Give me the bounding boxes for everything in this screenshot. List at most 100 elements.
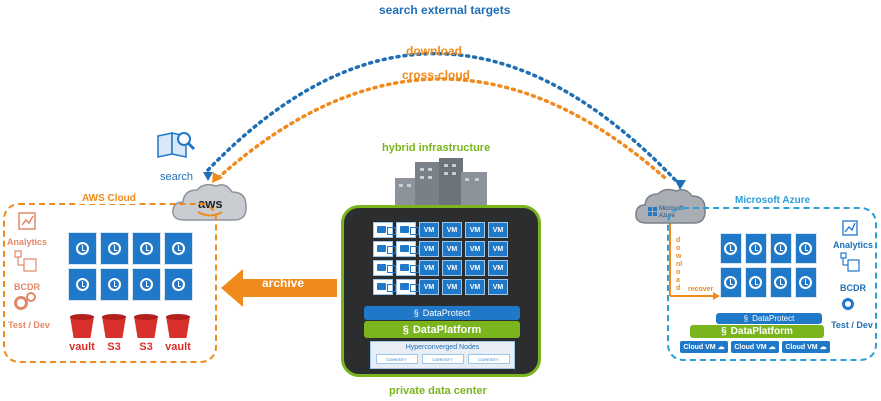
cohesity-node: COHESITY bbox=[375, 354, 418, 364]
download-arc bbox=[216, 77, 667, 180]
snapshot-cell bbox=[100, 232, 129, 265]
azure-title: Microsoft Azure bbox=[732, 195, 814, 206]
dc-dataprotect-bar: § DataProtect bbox=[364, 306, 520, 320]
storage-label: vault bbox=[165, 341, 191, 353]
aws-side-test-dev: Test / Dev bbox=[8, 320, 50, 330]
azure-side-test-dev: Test / Dev bbox=[831, 320, 873, 330]
folder-icon bbox=[396, 260, 419, 276]
aws-cloud-icon bbox=[172, 183, 247, 221]
analytics-icon bbox=[842, 220, 858, 236]
book-search-icon bbox=[157, 132, 196, 158]
folder-icon bbox=[396, 279, 419, 295]
label-search: search bbox=[160, 171, 194, 183]
snapshot-cell bbox=[164, 232, 193, 265]
folder-icon bbox=[373, 241, 396, 257]
cloud-vm-label: Cloud VM bbox=[683, 343, 716, 351]
clock-icon bbox=[75, 241, 89, 255]
vm-tile: VM bbox=[465, 260, 485, 276]
cloud-icon: ☁ bbox=[819, 344, 827, 351]
gear-icon bbox=[14, 296, 28, 310]
snapshot-cell bbox=[132, 232, 161, 265]
windows-logo-icon bbox=[648, 207, 657, 216]
azure-side-bcdr: BCDR bbox=[840, 283, 866, 293]
cloud-icon: ☁ bbox=[768, 344, 776, 351]
vm-tile: VM bbox=[442, 279, 462, 295]
snapshot-cell bbox=[795, 267, 817, 298]
snapshot-cell bbox=[68, 232, 97, 265]
dc-dataprotect-label: DataProtect bbox=[422, 308, 471, 318]
snapshot-cell bbox=[745, 233, 767, 264]
snapshot-cell bbox=[132, 268, 161, 301]
azure-dataplatform-label: DataPlatform bbox=[730, 326, 793, 337]
vm-tile: VM bbox=[488, 279, 508, 295]
search-arrowhead bbox=[203, 172, 213, 181]
bcdr-icon bbox=[840, 252, 860, 272]
clock-icon bbox=[107, 241, 121, 255]
archive-arrow bbox=[221, 269, 337, 307]
vm-tile: VM bbox=[465, 241, 485, 257]
hyperconverged-box: Hyperconverged Nodes COHESITY COHESITY C… bbox=[370, 341, 515, 369]
vm-tile: VM bbox=[419, 222, 439, 238]
s3-bucket-icon bbox=[102, 316, 126, 338]
clock-icon bbox=[139, 277, 153, 291]
clock-icon bbox=[171, 277, 185, 291]
vm-tile: VM bbox=[488, 241, 508, 257]
vm-tile: VM bbox=[465, 222, 485, 238]
cohesity-logo-icon: § bbox=[721, 326, 727, 337]
aws-side-analytics: Analytics bbox=[6, 237, 48, 247]
hyperconverged-label: Hyperconverged Nodes bbox=[405, 344, 480, 351]
snapshot-cell bbox=[770, 233, 792, 264]
gear-small-icon bbox=[26, 292, 36, 302]
clock-icon bbox=[799, 241, 812, 255]
clock-icon bbox=[724, 241, 737, 255]
cloud-icon: ☁ bbox=[717, 344, 725, 351]
storage-label: S3 bbox=[107, 341, 121, 353]
search-external-targets-arc bbox=[206, 51, 682, 187]
aws-side-bcdr: BCDR bbox=[14, 282, 40, 292]
vm-tile: VM bbox=[488, 222, 508, 238]
s3-bucket-icon bbox=[134, 316, 158, 338]
clock-icon bbox=[139, 241, 153, 255]
clock-icon bbox=[749, 275, 762, 289]
aws-title: AWS Cloud bbox=[79, 193, 139, 204]
azure-cloud-vm: Cloud VM☁ bbox=[782, 341, 830, 353]
building-icon bbox=[395, 158, 487, 205]
vm-tile: VM bbox=[488, 260, 508, 276]
vault-bucket-icon bbox=[70, 316, 94, 338]
storage-label: vault bbox=[69, 341, 95, 353]
snapshot-cell bbox=[770, 267, 792, 298]
vm-tile: VM bbox=[419, 260, 439, 276]
label-download: download bbox=[406, 44, 462, 58]
hyperconverged-nodes: COHESITY COHESITY COHESITY bbox=[371, 354, 514, 364]
azure-cloud-logo: Microsoft Azure bbox=[659, 206, 684, 219]
cohesity-node: COHESITY bbox=[467, 354, 510, 364]
clock-icon bbox=[75, 277, 89, 291]
snapshot-cell bbox=[745, 267, 767, 298]
clock-icon bbox=[774, 275, 787, 289]
label-download-vertical: download bbox=[676, 237, 683, 292]
analytics-icon bbox=[18, 212, 36, 230]
folder-icon bbox=[373, 222, 396, 238]
azure-cloud-vm: Cloud VM☁ bbox=[680, 341, 728, 353]
azure-panel bbox=[667, 207, 877, 361]
azure-cloud-vm: Cloud VM☁ bbox=[731, 341, 779, 353]
folder-icon bbox=[396, 222, 419, 238]
recover-arrowhead bbox=[713, 292, 720, 300]
vm-tile: VM bbox=[419, 279, 439, 295]
clock-icon bbox=[171, 241, 185, 255]
azure-dataprotect-bar: § DataProtect bbox=[716, 313, 822, 324]
bucket-rim bbox=[102, 314, 126, 320]
snapshot-cell bbox=[720, 267, 742, 298]
snapshot-cell bbox=[68, 268, 97, 301]
storage-label: S3 bbox=[139, 341, 153, 353]
cohesity-node: COHESITY bbox=[421, 354, 464, 364]
azure-dataplatform-bar: § DataPlatform bbox=[690, 325, 824, 338]
clock-icon bbox=[774, 241, 787, 255]
download-arrowhead bbox=[212, 172, 223, 183]
vm-tile: VM bbox=[465, 279, 485, 295]
gear-icon bbox=[842, 298, 854, 310]
clock-icon bbox=[724, 275, 737, 289]
vm-tile: VM bbox=[442, 260, 462, 276]
label-hybrid-infrastructure: hybrid infrastructure bbox=[382, 142, 491, 154]
